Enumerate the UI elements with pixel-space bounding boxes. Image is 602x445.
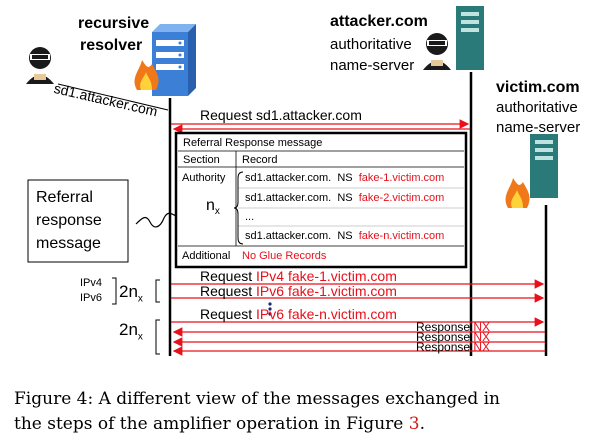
req3-type: IPv6 bbox=[256, 306, 285, 322]
record-row-3: ... bbox=[245, 211, 254, 224]
attacker-label-line3: name-server bbox=[330, 57, 415, 74]
record-2-type: NS bbox=[337, 192, 353, 204]
resp3-prefix: Response bbox=[416, 340, 471, 354]
figure-caption: Figure 4: A different view of the messag… bbox=[14, 387, 500, 437]
record-4-owner: sd1.attacker.com. bbox=[245, 230, 332, 242]
resolver-label-line2: resolver bbox=[80, 37, 143, 54]
multiplier-top-sub: x bbox=[137, 293, 143, 305]
caption-line2: the steps of the amplifier operation in … bbox=[14, 412, 500, 437]
req1-type: IPv4 bbox=[256, 268, 285, 284]
referral-additional-value: No Glue Records bbox=[242, 250, 327, 262]
hacker-client-icon bbox=[26, 47, 54, 84]
attacker-label-line1: attacker.com bbox=[330, 13, 428, 30]
caption-line2-post: . bbox=[419, 414, 425, 434]
resp2-label: Response NX bbox=[416, 331, 490, 343]
resolver-server-icon bbox=[152, 24, 196, 96]
record-2-owner: sd1.attacker.com. bbox=[245, 192, 332, 204]
caption-figure-ref[interactable]: 3 bbox=[408, 414, 420, 434]
callout-box bbox=[27, 179, 129, 263]
referral-authority-label: Authority bbox=[182, 172, 226, 184]
bracket-ipv4-label: IPv4 bbox=[80, 277, 103, 289]
callout-line1: Referral bbox=[36, 189, 93, 206]
callout-line3: message bbox=[36, 235, 101, 252]
multiplier-top-main: 2n bbox=[119, 282, 138, 301]
req1-prefix: Request bbox=[200, 268, 253, 284]
caption-line2-pre: the steps of the amplifier operation in … bbox=[14, 414, 409, 434]
resp1-label: Response NX bbox=[416, 321, 490, 333]
referral-col-section: Section bbox=[183, 154, 220, 166]
req2-label: Request IPv6 fake-1.victim.com bbox=[200, 283, 397, 299]
record-4-type: NS bbox=[337, 230, 353, 242]
multiplier-bottom-label: 2nx bbox=[119, 320, 143, 347]
record-1-target: fake-1.victim.com bbox=[358, 172, 445, 184]
req3-prefix: Request bbox=[200, 306, 253, 322]
referral-col-record: Record bbox=[242, 154, 278, 166]
req2-type: IPv6 bbox=[256, 283, 285, 299]
record-1-type: NS bbox=[337, 172, 353, 184]
ipv-bracket bbox=[112, 277, 117, 305]
req1-name: fake-1.victim.com bbox=[287, 268, 397, 284]
record-1-owner: sd1.attacker.com. bbox=[245, 172, 332, 184]
record-3-owner: ... bbox=[245, 211, 255, 223]
callout-text: Referral response message bbox=[36, 186, 102, 255]
hacker-attacker-icon bbox=[423, 33, 451, 70]
referral-box bbox=[174, 131, 468, 269]
req2-prefix: Request bbox=[200, 283, 253, 299]
resolver-label-line1: recursive bbox=[78, 15, 150, 32]
multiplier-top-label: 2nx bbox=[119, 282, 143, 309]
callout-squiggle bbox=[135, 212, 177, 228]
attacker-label-line2: authoritative bbox=[330, 36, 412, 53]
req3-label: Request IPv6 fake-n.victim.com bbox=[200, 306, 397, 322]
flame-icon-victim bbox=[505, 178, 530, 208]
ellipsis-dot-3 bbox=[268, 312, 272, 316]
nx-label-n: n bbox=[206, 197, 215, 214]
ellipsis-dot-2 bbox=[268, 307, 272, 311]
client-query-line bbox=[57, 83, 169, 111]
attacker-server-icon bbox=[456, 6, 484, 70]
resp1-code: NX bbox=[473, 320, 491, 334]
victim-label-line1: victim.com bbox=[496, 79, 580, 96]
nx-brace bbox=[233, 171, 244, 245]
bracket-ipv6-label: IPv6 bbox=[80, 292, 103, 304]
request-top-label: Request sd1.attacker.com bbox=[200, 107, 362, 123]
referral-title: Referral Response message bbox=[183, 137, 323, 149]
record-row-2: sd1.attacker.com. NS fake-2.victim.com bbox=[245, 192, 444, 205]
resp3-code: NX bbox=[473, 340, 491, 354]
multiplier-bracket-bottom bbox=[155, 319, 160, 355]
flame-icon-resolver bbox=[134, 60, 159, 90]
callout-line2: response bbox=[36, 212, 102, 229]
resp2-code: NX bbox=[473, 330, 491, 344]
resp1-prefix: Response bbox=[416, 320, 471, 334]
resp2-prefix: Response bbox=[416, 330, 471, 344]
referral-additional-label: Additional bbox=[182, 250, 231, 262]
ellipsis-dot-1 bbox=[268, 302, 272, 306]
victim-server-icon bbox=[530, 134, 558, 198]
nx-label: nx bbox=[206, 197, 220, 221]
multiplier-bracket-top bbox=[155, 279, 160, 303]
req3-name: fake-n.victim.com bbox=[287, 306, 397, 322]
req2-name: fake-1.victim.com bbox=[287, 283, 397, 299]
multiplier-bottom-sub: x bbox=[137, 331, 143, 343]
victim-label-line3: name-server bbox=[496, 119, 581, 136]
nx-label-sub: x bbox=[214, 206, 220, 218]
caption-line1: Figure 4: A different view of the messag… bbox=[14, 389, 500, 409]
record-2-target: fake-2.victim.com bbox=[358, 192, 445, 204]
record-row-1: sd1.attacker.com. NS fake-1.victim.com bbox=[245, 172, 444, 185]
record-row-4: sd1.attacker.com. NS fake-n.victim.com bbox=[245, 230, 444, 243]
victim-label-line2: authoritative bbox=[496, 99, 578, 116]
record-4-target: fake-n.victim.com bbox=[358, 230, 445, 242]
multiplier-bottom-main: 2n bbox=[119, 320, 138, 339]
resp3-label: Response NX bbox=[416, 341, 490, 353]
req1-label: Request IPv4 fake-1.victim.com bbox=[200, 268, 397, 284]
